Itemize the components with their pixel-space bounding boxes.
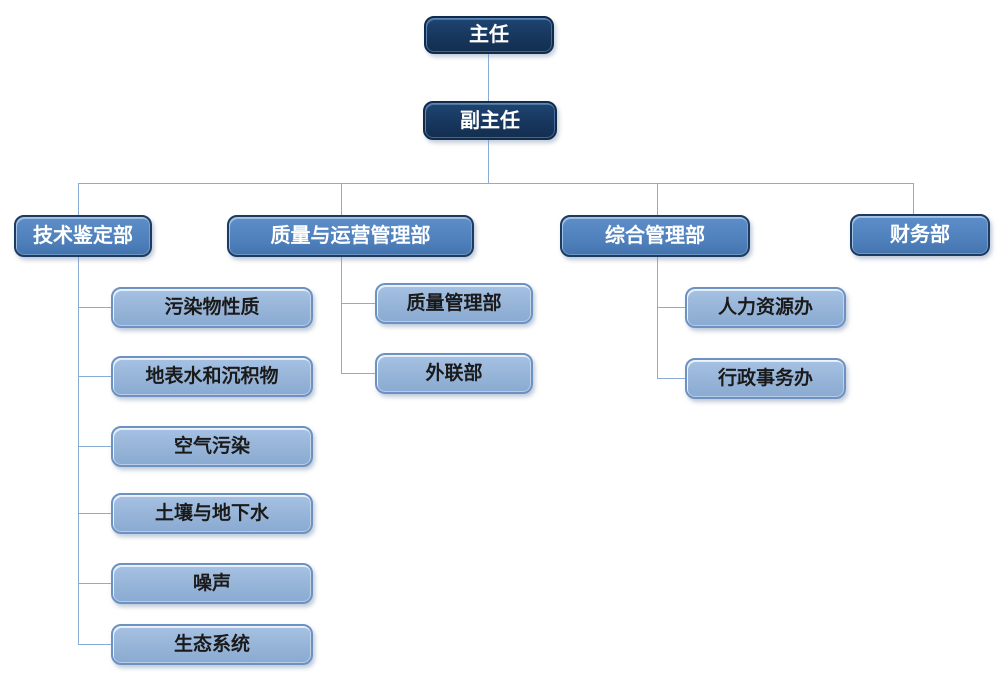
node-dept-finance: 财务部	[850, 214, 990, 256]
node-sub-administrative-affairs: 行政事务办	[685, 358, 846, 399]
node-deputy-director: 副主任	[423, 101, 557, 140]
connector-drop-dept-3	[913, 183, 914, 214]
node-dept-general-management: 综合管理部	[560, 215, 750, 257]
connector-spine-dept-1	[341, 257, 342, 374]
connector-stub	[78, 583, 111, 584]
connector-stub	[78, 376, 111, 377]
node-dept-technical-appraisal: 技术鉴定部	[14, 215, 152, 257]
node-sub-quality-management: 质量管理部	[375, 283, 533, 324]
connector-drop-dept-2	[657, 183, 658, 215]
connector-stub	[78, 513, 111, 514]
connector-stub	[78, 307, 111, 308]
connector-stub	[78, 644, 111, 645]
node-sub-air-pollution: 空气污染	[111, 426, 313, 467]
connector-director-deputy	[488, 54, 489, 101]
node-sub-noise: 噪声	[111, 563, 313, 604]
connector-spine-dept-0	[78, 257, 79, 645]
connector-drop-dept-0	[78, 183, 79, 215]
node-sub-external-liaison: 外联部	[375, 353, 533, 394]
node-director: 主任	[424, 16, 554, 54]
connector-stub	[78, 446, 111, 447]
node-sub-surface-water-sediment: 地表水和沉积物	[111, 356, 313, 397]
node-dept-quality-operations: 质量与运营管理部	[227, 215, 474, 257]
node-sub-ecosystem: 生态系统	[111, 624, 313, 665]
connector-bus	[78, 183, 913, 184]
connector-stub	[657, 307, 685, 308]
connector-stub	[657, 378, 685, 379]
connector-spine-dept-2	[657, 257, 658, 379]
connector-stub	[341, 303, 375, 304]
connector-stub	[341, 373, 375, 374]
node-sub-pollutant-properties: 污染物性质	[111, 287, 313, 328]
connector-drop-dept-1	[341, 183, 342, 215]
node-sub-human-resources: 人力资源办	[685, 287, 846, 328]
connector-deputy-bus	[488, 140, 489, 183]
node-sub-soil-groundwater: 土壤与地下水	[111, 493, 313, 534]
